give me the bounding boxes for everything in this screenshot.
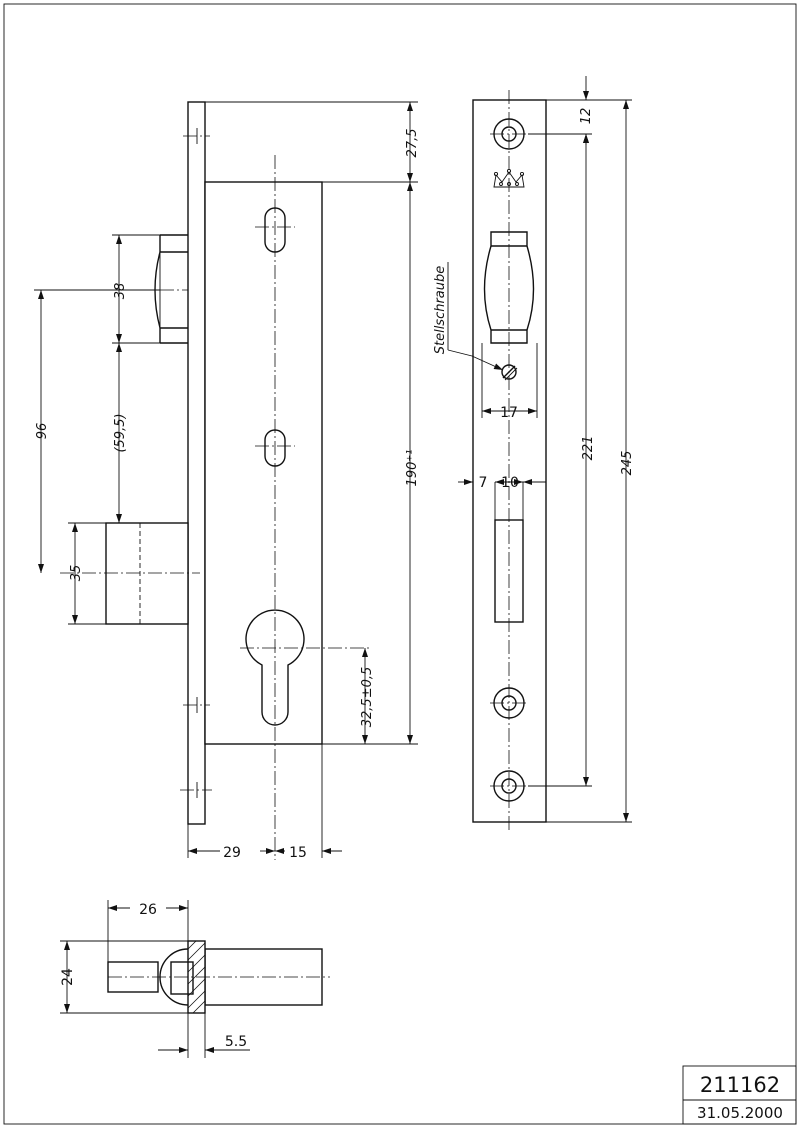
dim-24: 24 — [60, 968, 76, 986]
dim-7: 7 — [479, 475, 488, 491]
faceplate-front — [472, 99, 547, 823]
dim-17: 17 — [500, 405, 518, 421]
dim-27-5: 27,5 — [405, 129, 420, 158]
dim-15: 15 — [289, 845, 307, 861]
dim-29: 29 — [223, 845, 241, 861]
side-dimension-lines — [34, 101, 418, 858]
crown-logo — [493, 168, 525, 188]
dim-59-5: (59,5) — [113, 413, 128, 452]
latch-front — [483, 231, 535, 344]
bolt-opening — [494, 519, 524, 623]
faceplate-side — [187, 101, 206, 825]
dim-5-5: 5.5 — [225, 1034, 247, 1050]
dim-35: 35 — [69, 565, 84, 582]
drawing-frame — [3, 3, 797, 1125]
drawing-date: 31.05.2000 — [697, 1104, 783, 1122]
dim-221: 221 — [581, 436, 596, 461]
lock-body — [204, 181, 323, 745]
dim-96: 96 — [35, 423, 50, 440]
screw-hole-bottom — [490, 770, 528, 802]
dim-26: 26 — [139, 902, 157, 918]
front-dimension-lines — [447, 76, 632, 823]
dim-32-5: 32,5±0,5 — [360, 667, 375, 728]
drawing-number: 211162 — [700, 1073, 780, 1097]
screw-hole-middle — [490, 687, 528, 719]
adjusting-screw — [501, 364, 518, 381]
latch-bolt — [154, 234, 189, 344]
dim-38: 38 — [113, 283, 128, 300]
section-view — [107, 940, 330, 1014]
dim-190: 190⁺¹ — [405, 450, 420, 487]
dim-245: 245 — [620, 451, 635, 476]
front-view — [472, 90, 547, 830]
cylinder-cutout — [245, 609, 305, 726]
side-view — [60, 101, 372, 860]
dead-bolt — [60, 522, 200, 625]
dim-12: 12 — [579, 108, 594, 125]
screw-hole-top — [490, 118, 528, 150]
section-dimension-lines — [60, 900, 250, 1058]
title-block: 211162 31.05.2000 — [682, 1065, 797, 1125]
adjusting-screw-label: Stellschraube — [433, 266, 448, 355]
dim-10: 10 — [501, 475, 519, 491]
